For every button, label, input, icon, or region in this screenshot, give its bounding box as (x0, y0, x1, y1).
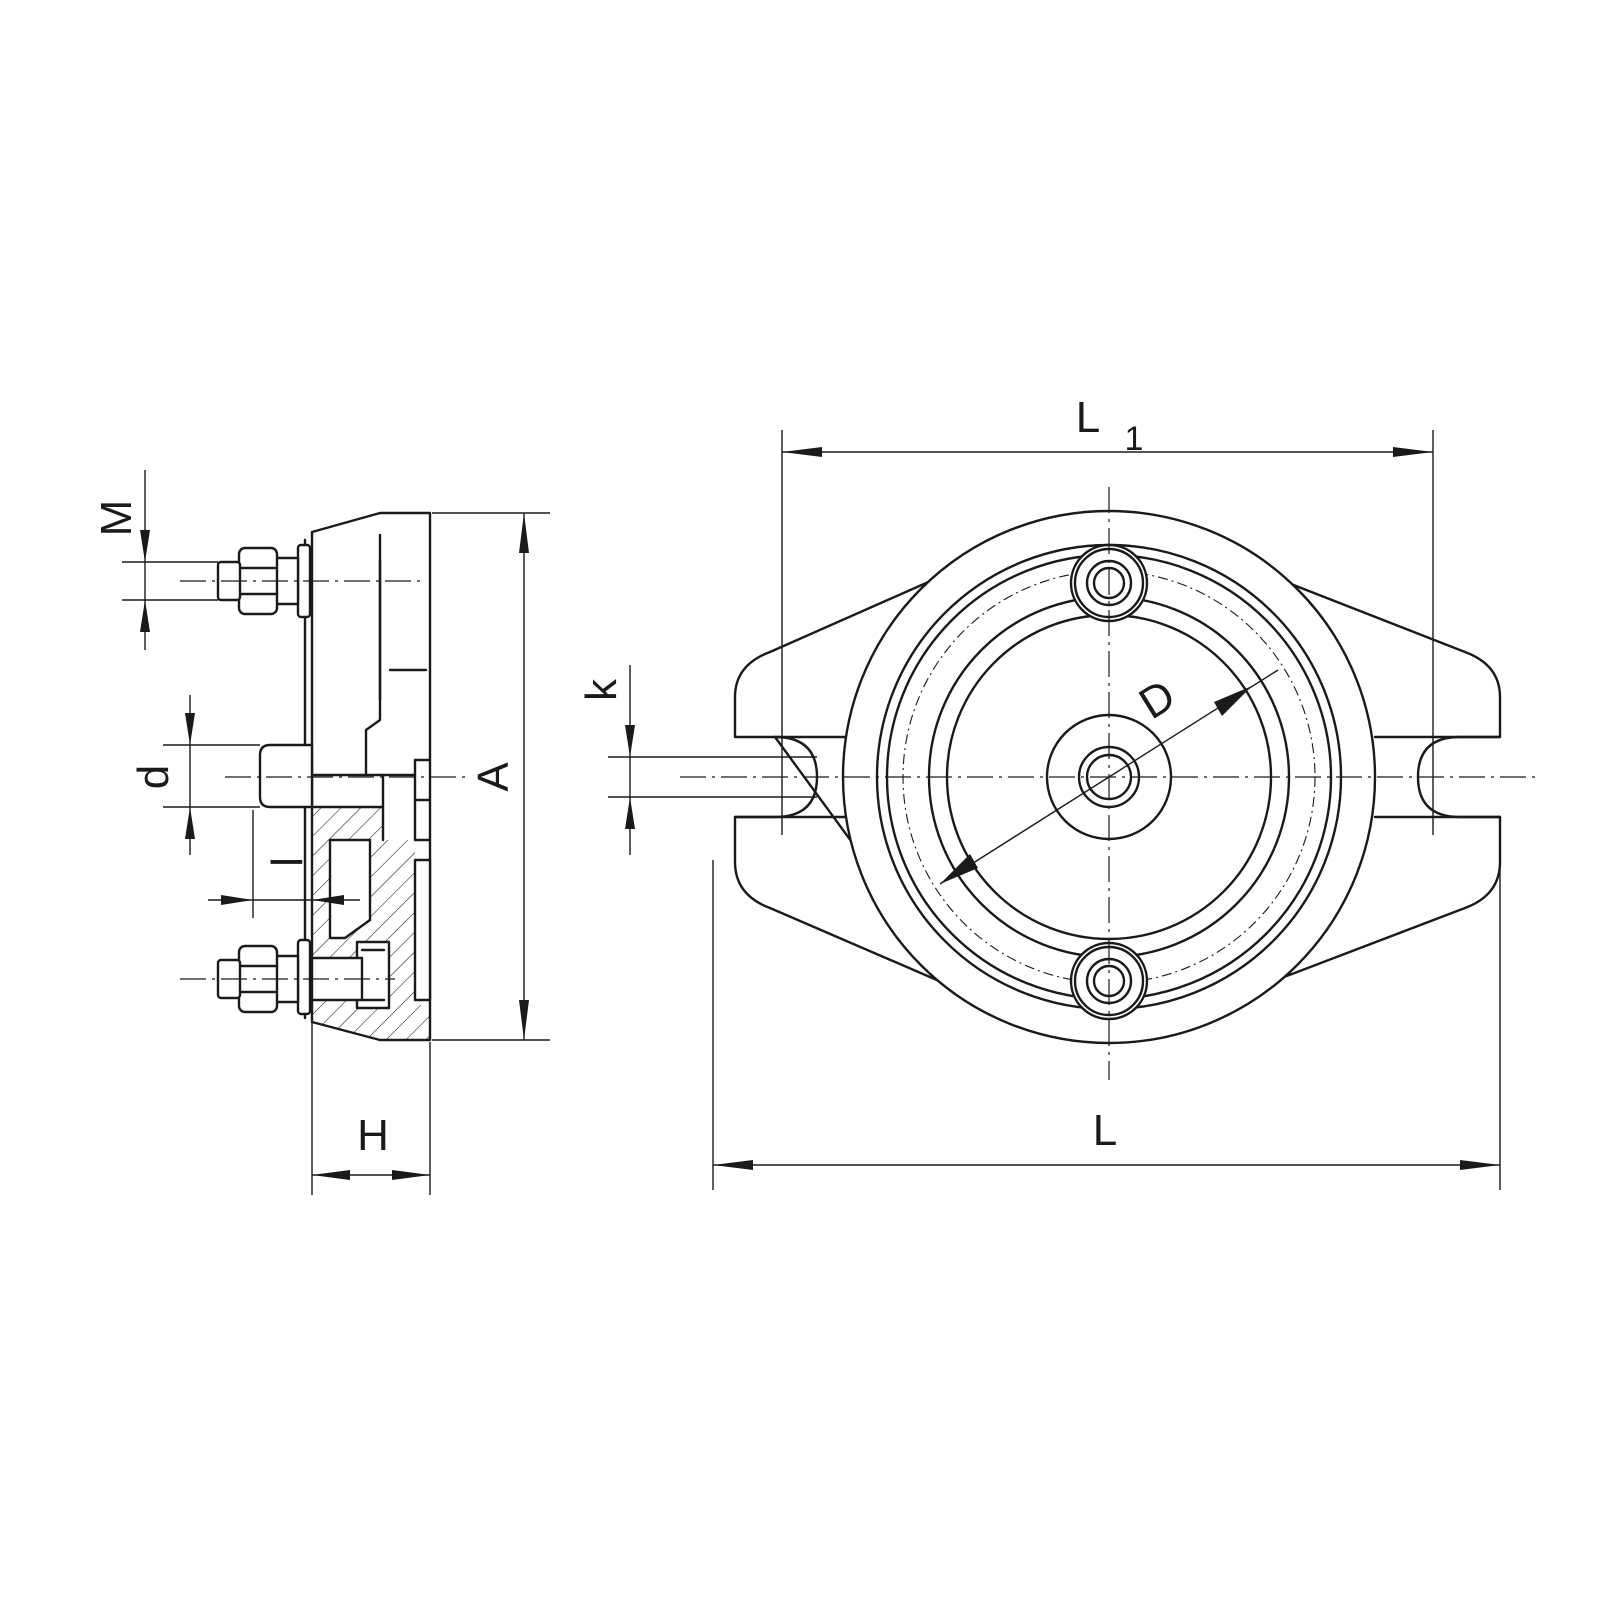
centring-pin (258, 743, 314, 809)
label-A: A (469, 762, 518, 792)
label-L: L (1093, 1106, 1117, 1155)
side-view (180, 511, 470, 1042)
front-view (680, 487, 1540, 1080)
front-dimensions: L 1 L D k (577, 393, 1501, 1190)
label-l: l (263, 857, 312, 867)
inner-hollow (328, 838, 372, 940)
label-M: M (92, 500, 141, 537)
label-k: k (577, 678, 626, 701)
label-H: H (357, 1111, 389, 1160)
label-L1: L (1076, 393, 1100, 442)
label-d: d (129, 765, 178, 789)
label-L1-subscript: 1 (1125, 420, 1144, 458)
lower-bolt (216, 938, 391, 1016)
side-dimensions: M d l A H (92, 470, 550, 1195)
